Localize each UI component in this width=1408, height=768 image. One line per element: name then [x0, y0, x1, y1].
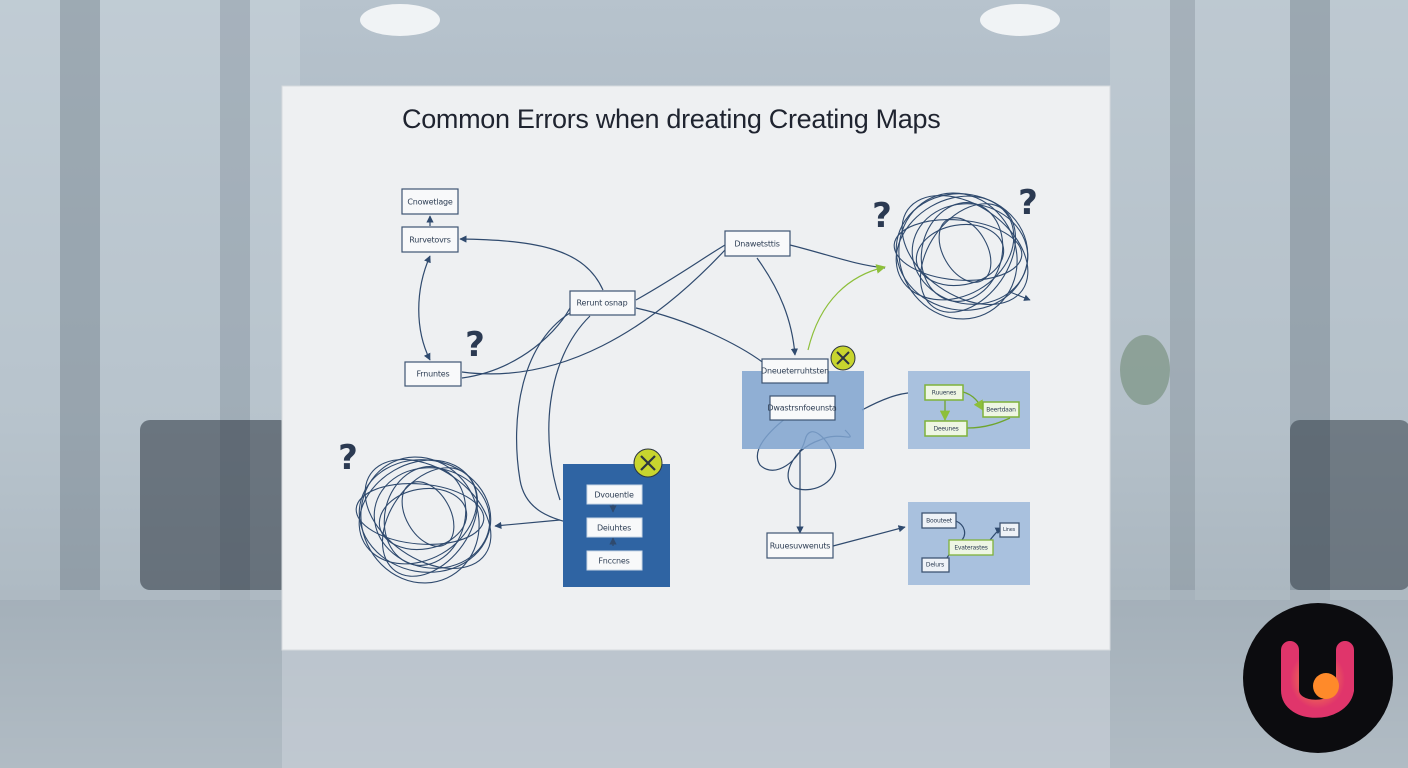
stack-node-boxes [586, 484, 643, 571]
error-x-icon [633, 448, 663, 478]
question-mark-icon: ? [338, 438, 358, 478]
node-box-dneueterruhtsten [761, 358, 829, 384]
blue-node-label: Evaterastes [954, 544, 988, 552]
node-box-cnowetlage [401, 188, 459, 215]
green-node-boxes [924, 384, 1020, 437]
tangle-scribble-top-right [893, 192, 1031, 320]
blue-node-boxes [921, 512, 1020, 573]
node-boxes [401, 188, 836, 559]
green-cluster-links [939, 391, 1011, 429]
tangle-scribble-bottom-left [355, 456, 492, 584]
stack-node-label: Dvouentle [594, 490, 634, 500]
error-x-icon [830, 345, 856, 371]
node-box-dwastrsnfoeunsta [769, 395, 836, 421]
stack-node-label: Deiuhtes [596, 523, 632, 533]
node-label-rurvetovrs: Rurvetovrs [409, 235, 451, 245]
node-box-dnawetsttis [724, 230, 791, 257]
node-box-frnuntes [404, 361, 462, 387]
green-node-label: Ruuenes [931, 389, 957, 397]
question-mark-icon: ? [1018, 183, 1038, 223]
node-label-dwastrsnfoeunsta: Dwastrsnfoeunsta [767, 403, 837, 413]
node-label-rerunt-osnap: Rerunt osnap [576, 298, 628, 308]
green-node-label: Deeunes [933, 425, 959, 433]
node-label-dneueterruhtsten: Dneueterruhtsten [760, 366, 830, 376]
blue-node-label: Delurs [925, 561, 945, 569]
node-label-dnawetsttis: Dnawetsttis [734, 239, 780, 249]
question-mark-icon: ? [872, 196, 892, 236]
question-mark-icon: ? [465, 325, 485, 365]
blue-node-label: Lines [1002, 527, 1016, 533]
board-title: Common Errors when dreating Creating Map… [402, 104, 941, 134]
node-box-ruuesuvwenuts [766, 532, 834, 559]
connector-lines [418, 215, 923, 547]
app-logo-icon [1243, 603, 1393, 753]
node-box-rurvetovrs [401, 226, 459, 253]
node-label-cnowetlage: Cnowetlage [407, 197, 453, 207]
blue-node-label: Boouteet [926, 517, 952, 525]
node-label-ruuesuvwenuts: Ruuesuvwenuts [769, 541, 831, 551]
green-node-label: Beertdaan [986, 406, 1016, 414]
node-label-frnuntes: Frnuntes [416, 369, 450, 379]
node-box-rerunt-osnap [569, 290, 636, 316]
stack-node-label: Fnccnes [598, 556, 630, 566]
